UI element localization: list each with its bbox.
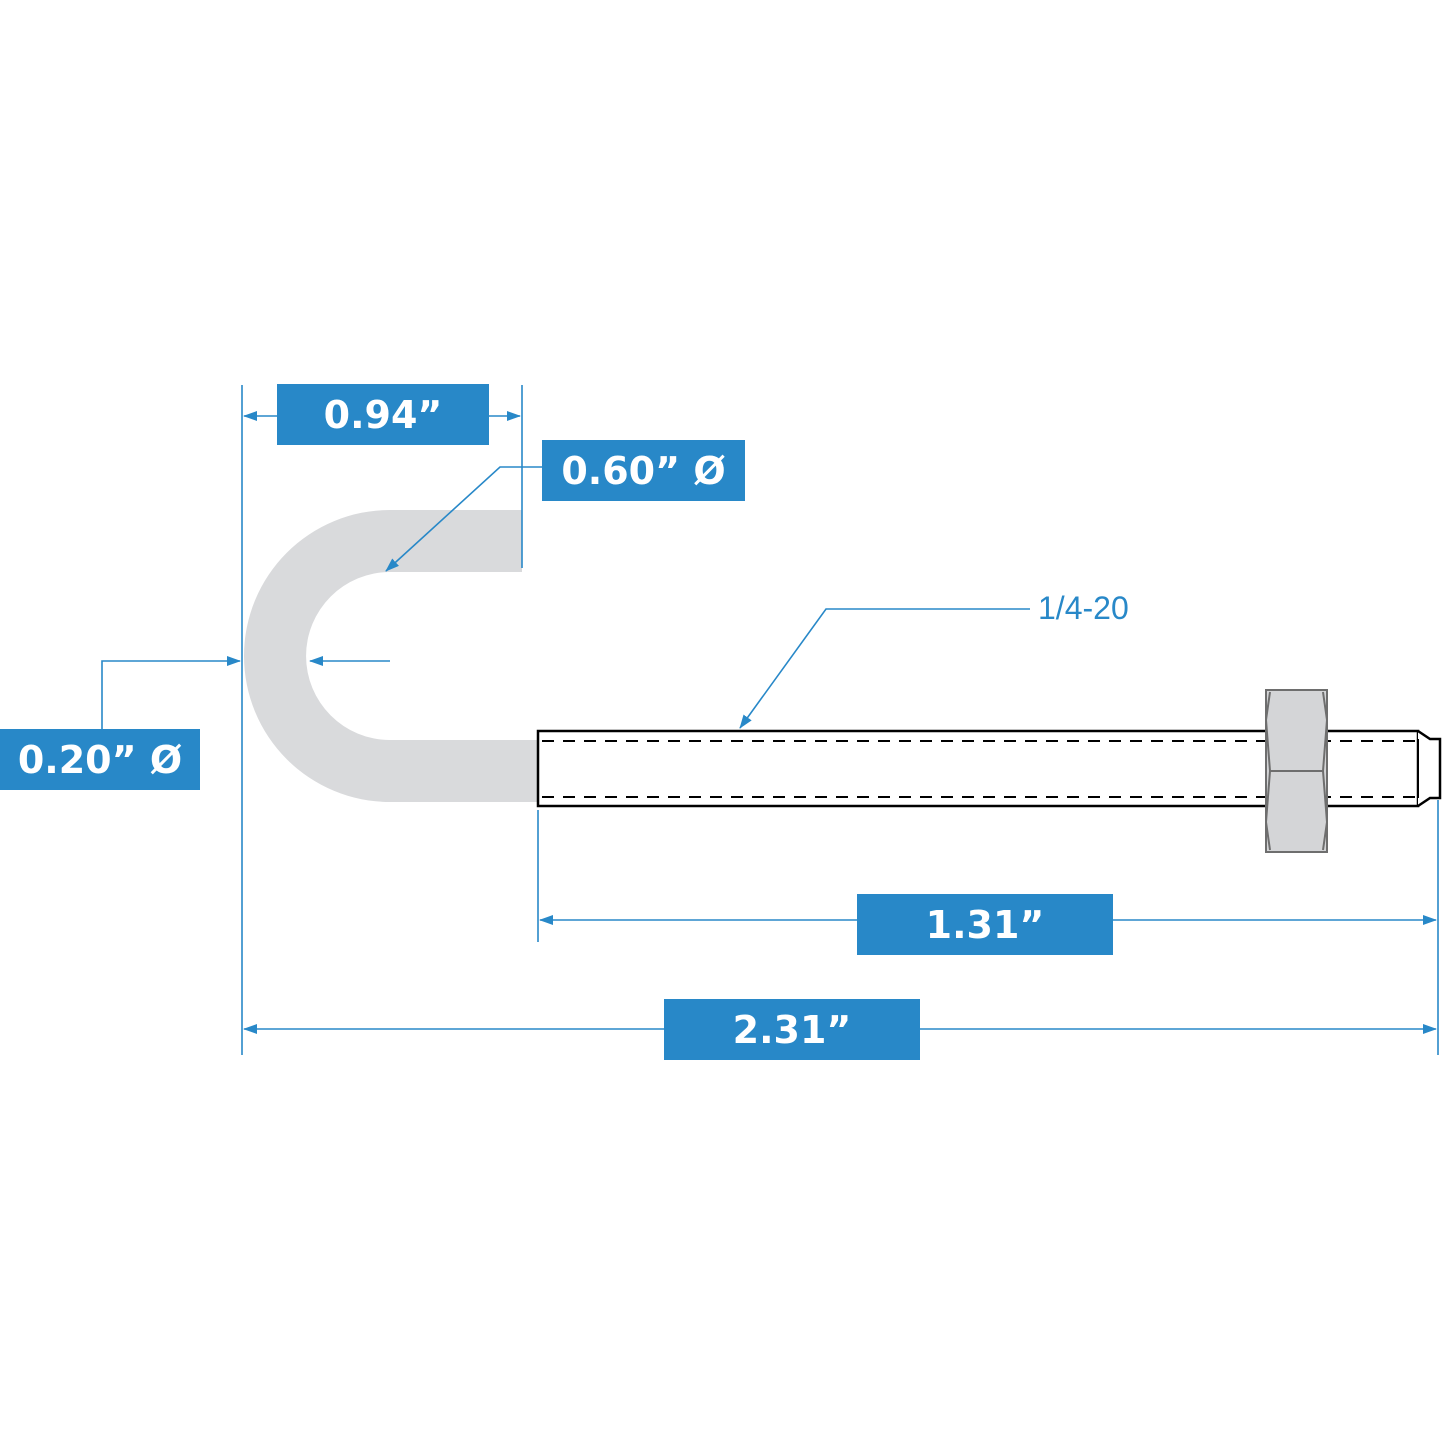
j-hook-body — [244, 510, 538, 802]
dimension-lines — [101, 385, 1439, 1055]
hook-width-label: 0.94” — [277, 384, 489, 445]
overall-length-label: 2.31” — [664, 999, 920, 1060]
hex-nut — [1264, 689, 1329, 853]
thread-spec-label: 1/4-20 — [1038, 590, 1129, 626]
thread-length-label: 1.31” — [857, 894, 1113, 955]
inner-diameter-label: 0.60” Ø — [542, 440, 745, 501]
wire-diameter-label: 0.20” Ø — [0, 729, 200, 790]
